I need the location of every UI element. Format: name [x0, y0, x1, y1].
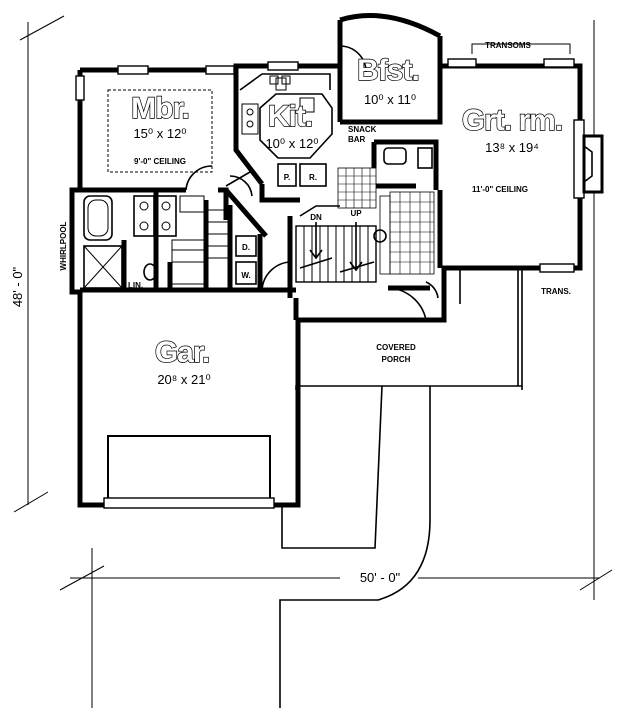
mbr-ceiling-outline [107, 89, 213, 173]
door-swings [185, 45, 439, 321]
whirlpool-label: WHIRLPOOL [59, 221, 68, 270]
width-dimension-bg [340, 568, 418, 586]
linen-label: LIN. [128, 281, 143, 290]
walkways [279, 268, 523, 708]
depth-dimension: 48' - 0" [10, 266, 25, 307]
garage-door [103, 435, 275, 509]
grtrm-ceiling-label: 11'-0" CEILING [472, 185, 528, 194]
interior-walls [80, 66, 443, 320]
snack-bar-label-1: SNACK [348, 125, 377, 134]
mbr-room-size: 15⁰ x 12⁰ [133, 126, 186, 141]
gar-room-name: Gar. [155, 336, 209, 369]
bfst-room-name: Bfst. [357, 54, 419, 87]
snack-bar-label-2: BAR [348, 135, 366, 144]
stair-down-label: DN [310, 213, 322, 222]
porch-outline [297, 267, 519, 386]
grtrm-room-size: 13⁸ x 19⁴ [485, 140, 539, 155]
dimension-lines [13, 15, 613, 708]
porch-label-2: PORCH [382, 355, 411, 364]
width-dimension: 50' - 0" [360, 570, 401, 585]
tile-grid [337, 167, 435, 275]
fireplace [582, 134, 604, 194]
kitchen-fixtures [239, 73, 333, 187]
kit-room-size: 10⁰ x 12⁰ [265, 136, 318, 151]
pantry-label: P. [284, 173, 291, 182]
kit-room-name: Kit. [268, 100, 312, 133]
dryer-label: D. [242, 243, 250, 252]
mbr-room-name: Mbr. [131, 92, 189, 125]
transoms-label: TRANSOMS [485, 41, 531, 50]
refrigerator-label: R. [309, 173, 317, 182]
porch-label-1: COVERED [376, 343, 416, 352]
washer-label: W. [241, 271, 250, 280]
grtrm-room-name: Grt. rm. [462, 104, 562, 137]
bfst-room-size: 10⁰ x 11⁰ [364, 92, 416, 107]
gar-room-size: 20⁸ x 21⁰ [157, 372, 210, 387]
mbr-ceiling-label: 9'-0" CEILING [134, 157, 186, 166]
bath-fixtures [83, 147, 433, 289]
trans-label: TRANS. [541, 287, 571, 296]
stairs [295, 205, 387, 283]
stair-up-label: UP [350, 209, 362, 218]
windows [75, 43, 585, 273]
